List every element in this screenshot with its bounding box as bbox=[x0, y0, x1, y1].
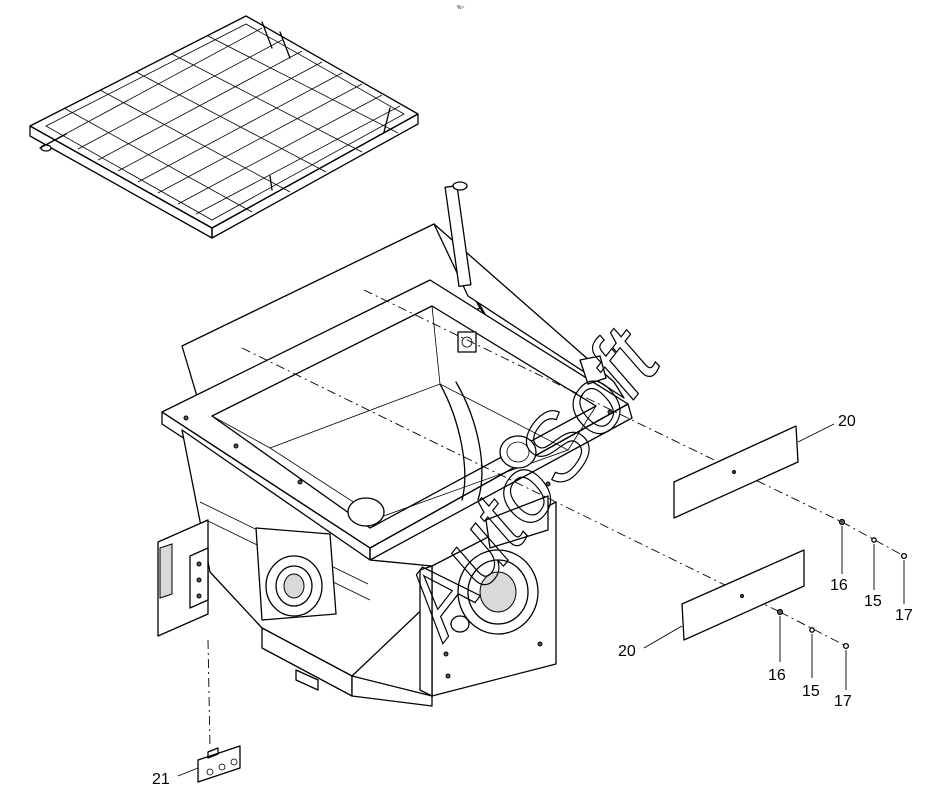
callout-21: 21 bbox=[152, 771, 170, 788]
callout-15-top: 15 bbox=[864, 593, 882, 610]
top-mark: %~ bbox=[457, 5, 464, 11]
hopper-assembly bbox=[157, 181, 633, 707]
cover-plate-lower bbox=[681, 549, 805, 641]
grate-assembly bbox=[29, 15, 419, 239]
fasteners-lower bbox=[776, 608, 850, 690]
callout-labels: 20 20 16 15 17 16 15 17 21 bbox=[152, 413, 913, 788]
callout-15-bottom: 15 bbox=[802, 683, 820, 700]
callout-20-bottom: 20 bbox=[618, 643, 636, 660]
center-lines bbox=[207, 289, 905, 749]
callout-17-bottom: 17 bbox=[834, 693, 852, 710]
callout-20-top: 20 bbox=[838, 413, 856, 430]
callout-16-bottom: 16 bbox=[768, 667, 786, 684]
callout-16-top: 16 bbox=[830, 577, 848, 594]
callout-leaders bbox=[643, 423, 835, 649]
fasteners-upper bbox=[838, 518, 908, 604]
cover-plate-upper bbox=[673, 425, 799, 519]
mount-bracket bbox=[177, 745, 241, 783]
callout-17-top: 17 bbox=[895, 607, 913, 624]
grate-cross-bars bbox=[63, 35, 399, 213]
